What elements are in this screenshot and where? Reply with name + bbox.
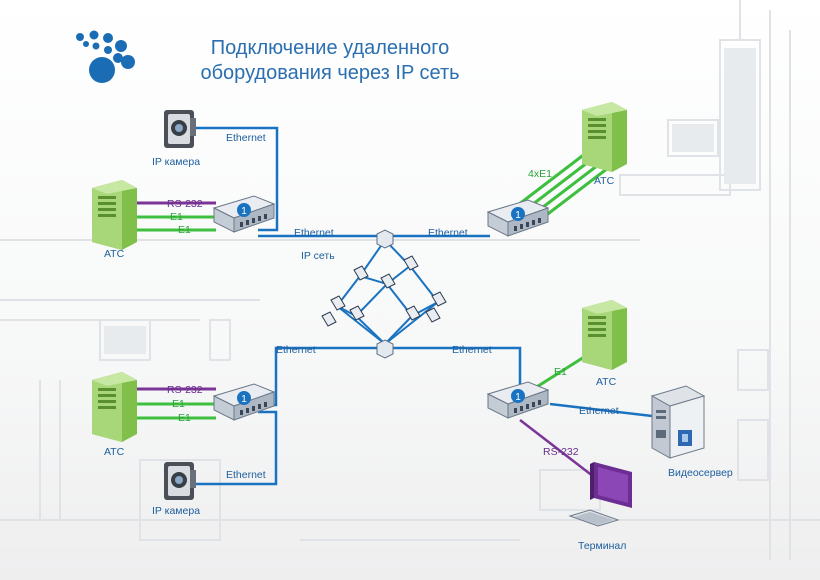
ethernet-link-camera-bottom: [190, 410, 278, 486]
title-line-1: Подключение удаленного: [210, 37, 450, 59]
rs232-label-top: RS-232: [167, 198, 203, 210]
link-lines: [135, 126, 653, 486]
ethernet-label-bottom-right: Ethernet: [452, 344, 492, 356]
gateway-number: 1: [241, 206, 247, 217]
gateway-icon: 1: [486, 199, 550, 237]
ethernet-label-top-left: Ethernet: [294, 227, 334, 239]
ethernet-label-camera-bottom: Ethernet: [226, 469, 266, 481]
e1-label-bottom-2: E1: [178, 412, 191, 424]
ethernet-link-bottom-right: [392, 346, 522, 388]
video-server-label: Видеосервер: [668, 467, 733, 479]
e1-label-bottom-1: E1: [172, 398, 185, 410]
pbx-server-icon: [92, 180, 137, 250]
network-node-icon: [321, 255, 447, 327]
e1-label-top-1: E1: [170, 211, 183, 223]
rs232-link-terminal: [519, 419, 599, 481]
gateway-number: 1: [515, 392, 521, 403]
ethernet-label-top-right: Ethernet: [428, 227, 468, 239]
ats-label-top-right: АТС: [594, 175, 615, 187]
ats-label-bottom-left: АТС: [104, 446, 125, 458]
gateway-icon: 1: [212, 383, 276, 421]
ip-camera-label-bottom: IP камера: [152, 505, 200, 517]
network-switch-icon: [376, 229, 394, 249]
network-switch-icon: [376, 339, 394, 359]
terminal-label: Терминал: [578, 540, 626, 552]
video-server-icon: [650, 385, 706, 459]
ethernet-label-bottom-left: Ethernet: [276, 344, 316, 356]
ip-network-label: IP сеть: [301, 250, 335, 262]
pbx-server-icon: [92, 372, 137, 442]
pbx-server-icon: [582, 102, 627, 172]
ethernet-label-video-server: Ethernet: [579, 405, 619, 417]
logo-dots-icon: [76, 30, 135, 83]
gateway-icon: 1: [486, 381, 550, 419]
title-line-2: оборудования через IP сеть: [200, 62, 460, 84]
ip-camera-icon: [164, 462, 196, 500]
gateway-number: 1: [241, 394, 247, 405]
e1-label-top-2: E1: [178, 224, 191, 236]
ip-camera-icon: [164, 110, 196, 148]
ethernet-link-video-server: [549, 402, 653, 418]
ethernet-link-camera-top: [190, 126, 279, 232]
gateway-icon: 1: [212, 195, 276, 233]
ethernet-label-camera-top: Ethernet: [226, 132, 266, 144]
ats-label-bottom-right: АТС: [596, 376, 617, 388]
rs232-label-terminal: RS-232: [543, 446, 579, 458]
ethernet-link-bottom-left: [258, 346, 380, 407]
pbx-server-icon: [582, 300, 627, 370]
ip-network-mesh: [336, 239, 439, 345]
e1x4-label: 4xE1: [528, 168, 552, 180]
ip-camera-label-top: IP камера: [152, 156, 200, 168]
diagram-title: Подключение удаленного оборудования чере…: [150, 36, 510, 86]
terminal-icon: [568, 462, 632, 527]
e1-label-bottom-right: E1: [554, 366, 567, 378]
rs232-label-bottom: RS-232: [167, 384, 203, 396]
ats-label-top-left: АТС: [104, 248, 125, 260]
gateway-number: 1: [515, 210, 521, 221]
